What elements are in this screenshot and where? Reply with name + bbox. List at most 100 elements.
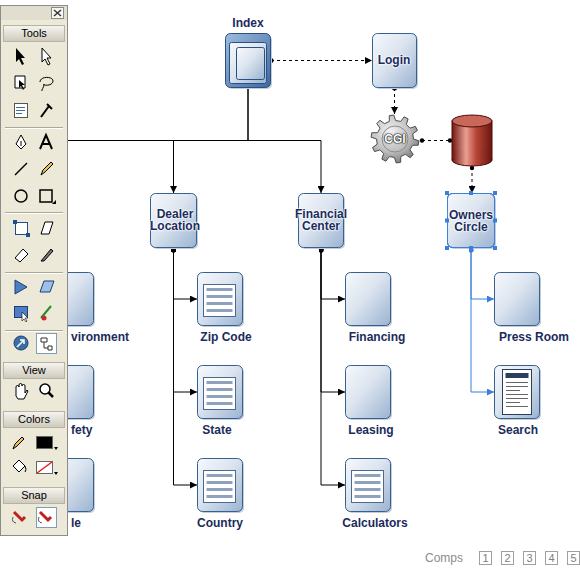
- pressed-button: [37, 334, 57, 354]
- document-page: Search: [494, 365, 540, 419]
- node-shape: [197, 365, 243, 419]
- page-box: Login: [372, 33, 417, 88]
- zoom-tool: [49, 393, 54, 398]
- node-label: State: [177, 424, 257, 436]
- form-field: [207, 388, 233, 391]
- index-frame: [226, 34, 271, 88]
- node-label: CGI: [375, 133, 415, 145]
- connector: [174, 88, 249, 193]
- text-tool: [40, 135, 52, 149]
- page-box: Financial Center: [298, 193, 344, 248]
- form-field: [207, 474, 233, 477]
- connector: [321, 250, 345, 485]
- palette-titlebar: [1, 6, 67, 20]
- eyedropper-tool: [41, 104, 52, 117]
- doc-sheet: [503, 370, 532, 415]
- index-page: Index: [225, 33, 271, 88]
- flyout-mark: [54, 472, 58, 475]
- database-body: [453, 150, 492, 160]
- doc-line: [506, 398, 528, 399]
- dashed-link: [472, 167, 473, 193]
- form-field: [207, 402, 233, 405]
- rectangle-tool: [40, 190, 52, 202]
- snap-icon: [38, 517, 42, 523]
- edge-group: [174, 61, 495, 486]
- ellipse-tool: [15, 190, 27, 202]
- connector: [248, 88, 321, 193]
- flyout-mark: [54, 447, 58, 450]
- node-shape: [225, 33, 271, 88]
- hand-tool: [16, 384, 28, 399]
- pager-caption: Comps: [425, 552, 463, 564]
- box-outline: [198, 366, 243, 419]
- node-label: Index: [218, 17, 278, 29]
- node-label: Owners Circle: [440, 209, 502, 233]
- page-box: Financing: [345, 272, 391, 326]
- doc-header: [506, 373, 529, 378]
- connector: [174, 250, 198, 392]
- box-outline: [346, 459, 391, 512]
- doc-line: [506, 394, 528, 395]
- page-number: 3: [523, 551, 536, 565]
- sitemap-tool: [41, 338, 52, 350]
- database-top: [452, 115, 492, 127]
- palette-panel: [1, 6, 68, 536]
- form-field: [355, 488, 381, 491]
- index-pane: [230, 43, 267, 84]
- doc-line: [506, 382, 528, 383]
- node-label: Dealer Location: [144, 208, 206, 232]
- node-label: Country: [180, 517, 260, 529]
- separator: [5, 128, 63, 331]
- page-box-selected: Owners Circle: [447, 193, 495, 248]
- node-shape: [197, 458, 243, 512]
- link-tool: [17, 340, 24, 347]
- node-label: Financial Center: [289, 208, 353, 232]
- database-cylinder: [452, 115, 492, 166]
- slice-tool: [42, 316, 47, 321]
- page-number: 5: [567, 551, 580, 565]
- form-page: Country: [197, 458, 243, 512]
- node-label: Search: [478, 424, 558, 436]
- form-field: [355, 481, 381, 484]
- fill-swatch: [37, 462, 53, 474]
- connector: [471, 250, 494, 392]
- flyout-mark: [52, 200, 56, 204]
- pencil-tool: [41, 162, 53, 175]
- scale-tool: [13, 220, 30, 237]
- selection-handle: [493, 246, 497, 250]
- box-outline: [346, 273, 391, 326]
- form-sheet: [204, 285, 236, 317]
- section-header: [4, 26, 65, 42]
- stroke-color-icon: [13, 437, 24, 449]
- node-label: Calculators: [330, 517, 420, 529]
- subselect-tool: [42, 48, 51, 65]
- box-outline: [495, 273, 540, 326]
- select-behind-tool: [19, 80, 25, 90]
- node-label: le: [71, 517, 81, 529]
- stroke-swatch: [37, 437, 53, 449]
- close-button: [52, 8, 64, 19]
- index-pane: [237, 48, 265, 80]
- node-shape: [494, 272, 540, 326]
- box-outline: [198, 459, 243, 512]
- knife-tool: [41, 249, 53, 261]
- form-sheet: [204, 378, 236, 410]
- selection-handle: [445, 191, 449, 195]
- page-number: 2: [501, 551, 514, 565]
- tool-palette: [0, 0, 70, 540]
- form-field: [207, 288, 233, 291]
- node-label: Zip Code: [186, 331, 266, 343]
- dashed-link: [422, 140, 451, 141]
- form-field: [207, 381, 233, 384]
- gear-outline: [371, 115, 419, 163]
- page-box: Press Room: [494, 272, 540, 326]
- form-field: [355, 474, 381, 477]
- pen-tool: [16, 135, 26, 149]
- connector: [271, 60, 372, 61]
- form-page: State: [197, 365, 243, 419]
- scale-tool: [16, 223, 28, 235]
- no-fill-slash: [37, 462, 52, 473]
- shape-tool: [15, 280, 27, 294]
